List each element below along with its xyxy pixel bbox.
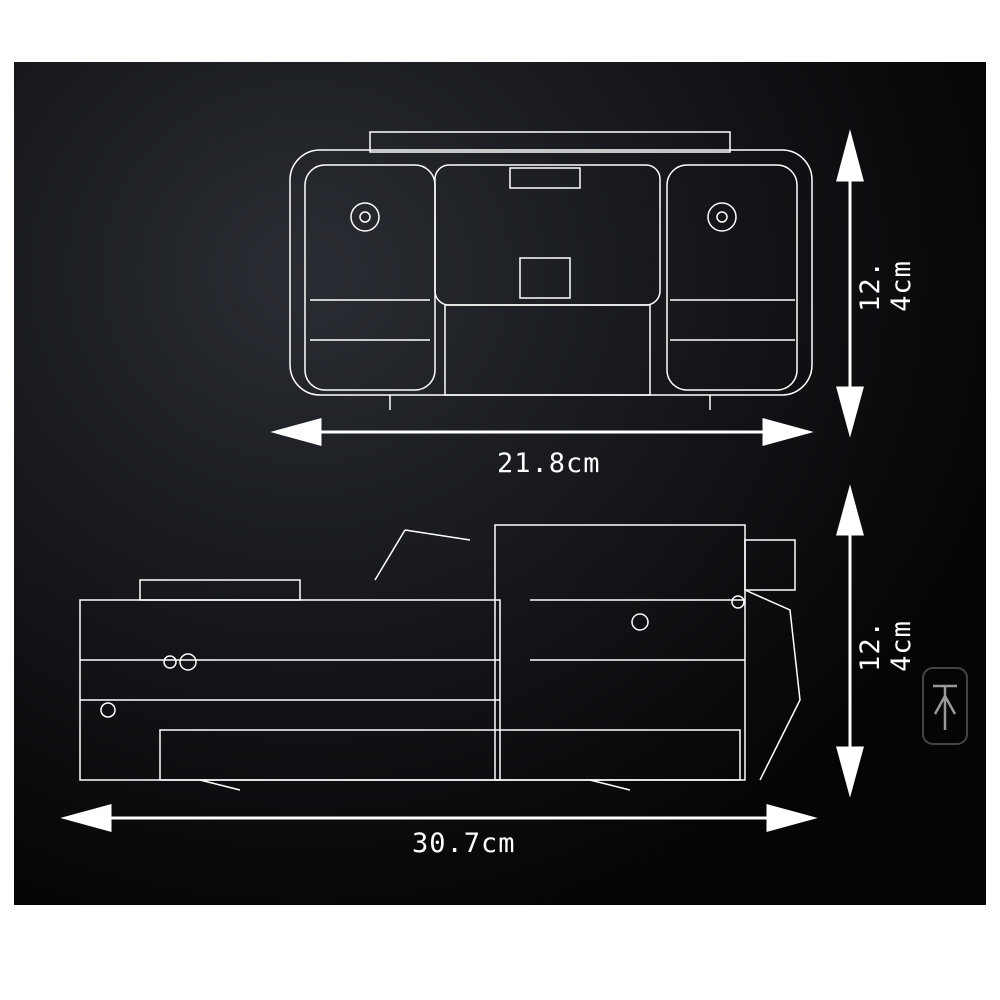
brand-logo-icon bbox=[922, 667, 968, 745]
front-view-model bbox=[289, 131, 813, 410]
side-length-label: 30.7cm bbox=[412, 828, 516, 859]
front-height-label: 12. 4cm bbox=[855, 260, 917, 312]
side-view-model bbox=[79, 524, 801, 791]
side-height-label: 12. 4cm bbox=[855, 620, 917, 672]
dimension-arrows bbox=[60, 129, 864, 832]
front-width-label: 21.8cm bbox=[497, 448, 601, 479]
